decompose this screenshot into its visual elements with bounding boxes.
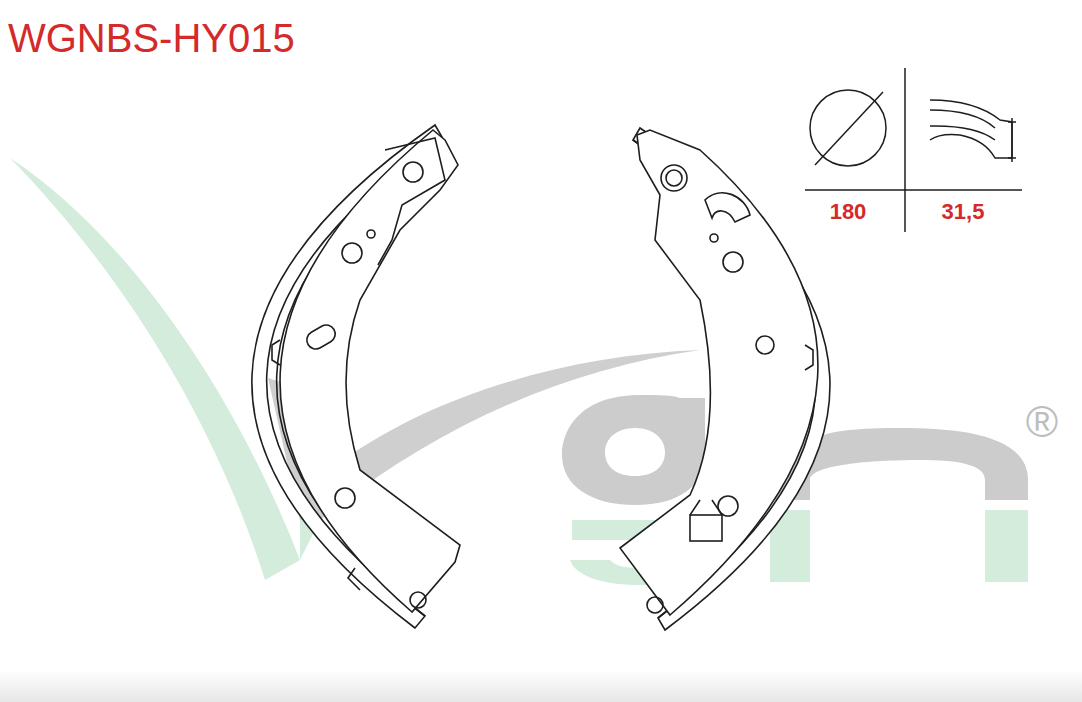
bottom-band bbox=[0, 670, 1082, 702]
registered-mark: ® bbox=[1026, 400, 1058, 444]
part-number-title: WGNBS-HY015 bbox=[8, 18, 295, 58]
width-value: 31,5 bbox=[942, 201, 985, 223]
watermark-logo bbox=[10, 158, 1028, 585]
left-brake-shoe bbox=[252, 125, 460, 628]
right-brake-shoe bbox=[620, 128, 830, 630]
diameter-value: 180 bbox=[830, 201, 867, 223]
spec-table bbox=[805, 68, 1022, 232]
